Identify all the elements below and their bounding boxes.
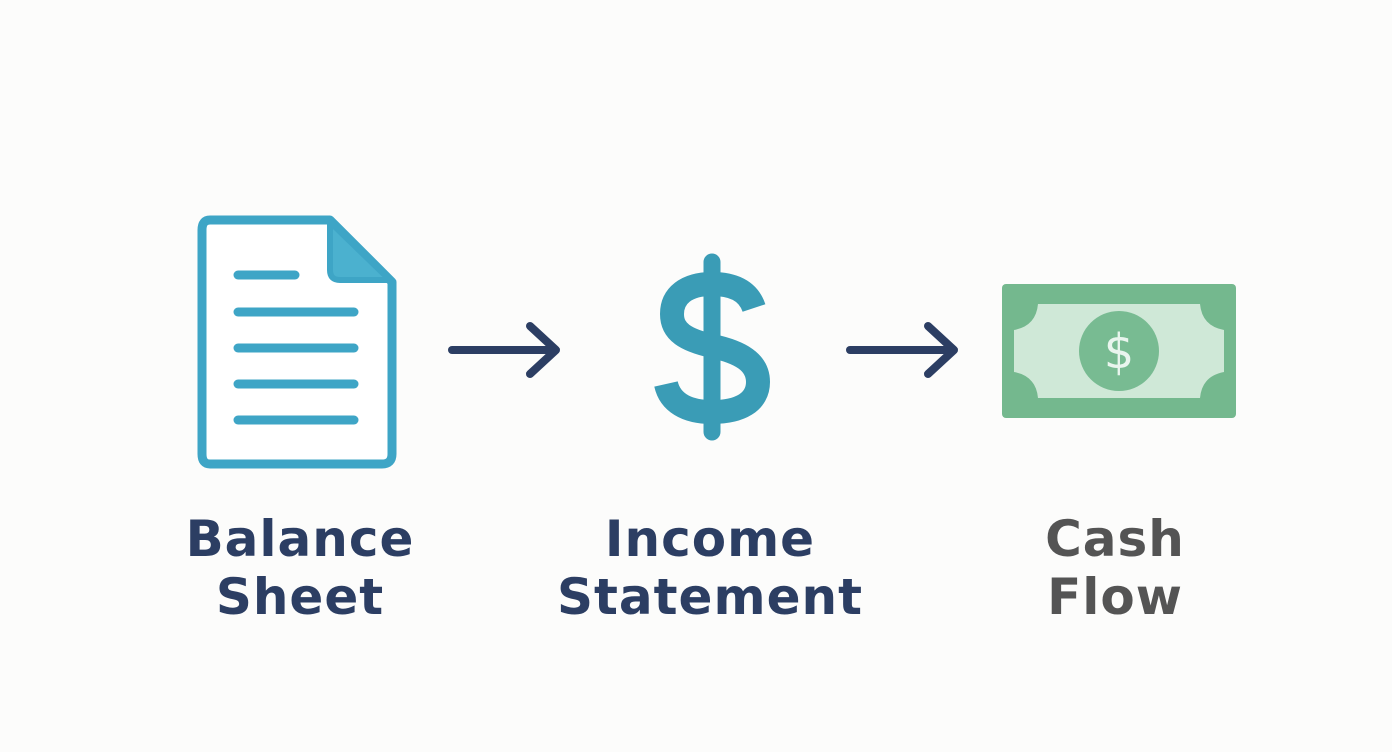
banknote-icon: $ bbox=[998, 280, 1240, 424]
right-arrow-icon bbox=[444, 318, 566, 382]
bill-currency-symbol: $ bbox=[1104, 324, 1135, 380]
dollar-sign-icon bbox=[650, 252, 780, 442]
step-label-line2: Statement bbox=[557, 568, 863, 626]
step-label-cash-flow: Cash Flow bbox=[990, 510, 1240, 626]
step-label-balance-sheet: Balance Sheet bbox=[150, 510, 450, 626]
step-label-income-statement: Income Statement bbox=[540, 510, 880, 626]
step-label-line2: Flow bbox=[1047, 568, 1183, 626]
step-label-line1: Cash bbox=[1045, 510, 1185, 568]
document-icon bbox=[196, 214, 400, 470]
right-arrow-icon bbox=[842, 318, 964, 382]
step-label-line1: Income bbox=[604, 510, 816, 568]
step-label-line1: Balance bbox=[185, 510, 415, 568]
step-label-line2: Sheet bbox=[215, 568, 385, 626]
